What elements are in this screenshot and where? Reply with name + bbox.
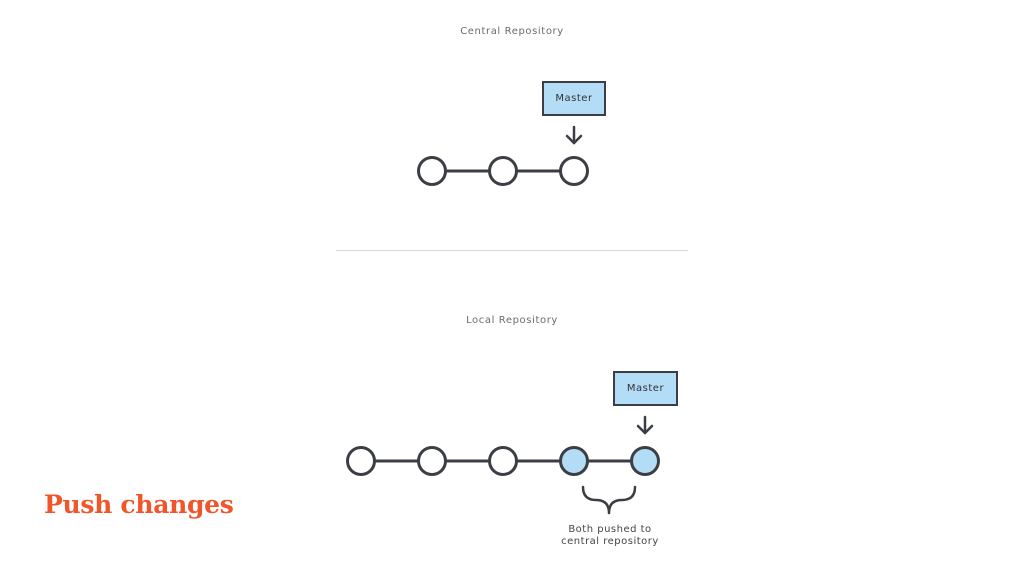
slide-headline: Push changes — [44, 490, 234, 519]
local-commit-node — [559, 446, 589, 476]
central-repository-title: Central Repository — [460, 26, 564, 37]
local-repository-title: Local Repository — [466, 315, 558, 326]
local-commit-node — [417, 446, 447, 476]
pushed-note-line-2: central repository — [561, 536, 659, 547]
central-commit-chain — [417, 156, 589, 186]
section-divider — [336, 250, 688, 251]
pushed-note-line-1: Both pushed to — [568, 524, 652, 535]
curly-brace-icon — [581, 485, 637, 515]
pushed-note: Both pushed to central repository — [540, 524, 680, 548]
central-master-branch-label: Master — [542, 81, 606, 116]
local-commit-node — [346, 446, 376, 476]
local-commit-node — [630, 446, 660, 476]
central-commit-node — [559, 156, 589, 186]
central-arrow-icon — [565, 125, 583, 145]
central-commit-node — [417, 156, 447, 186]
local-arrow-icon — [636, 415, 654, 435]
local-commit-chain — [346, 446, 660, 476]
local-commit-node — [488, 446, 518, 476]
central-commit-node — [488, 156, 518, 186]
local-master-branch-label: Master — [613, 371, 678, 406]
